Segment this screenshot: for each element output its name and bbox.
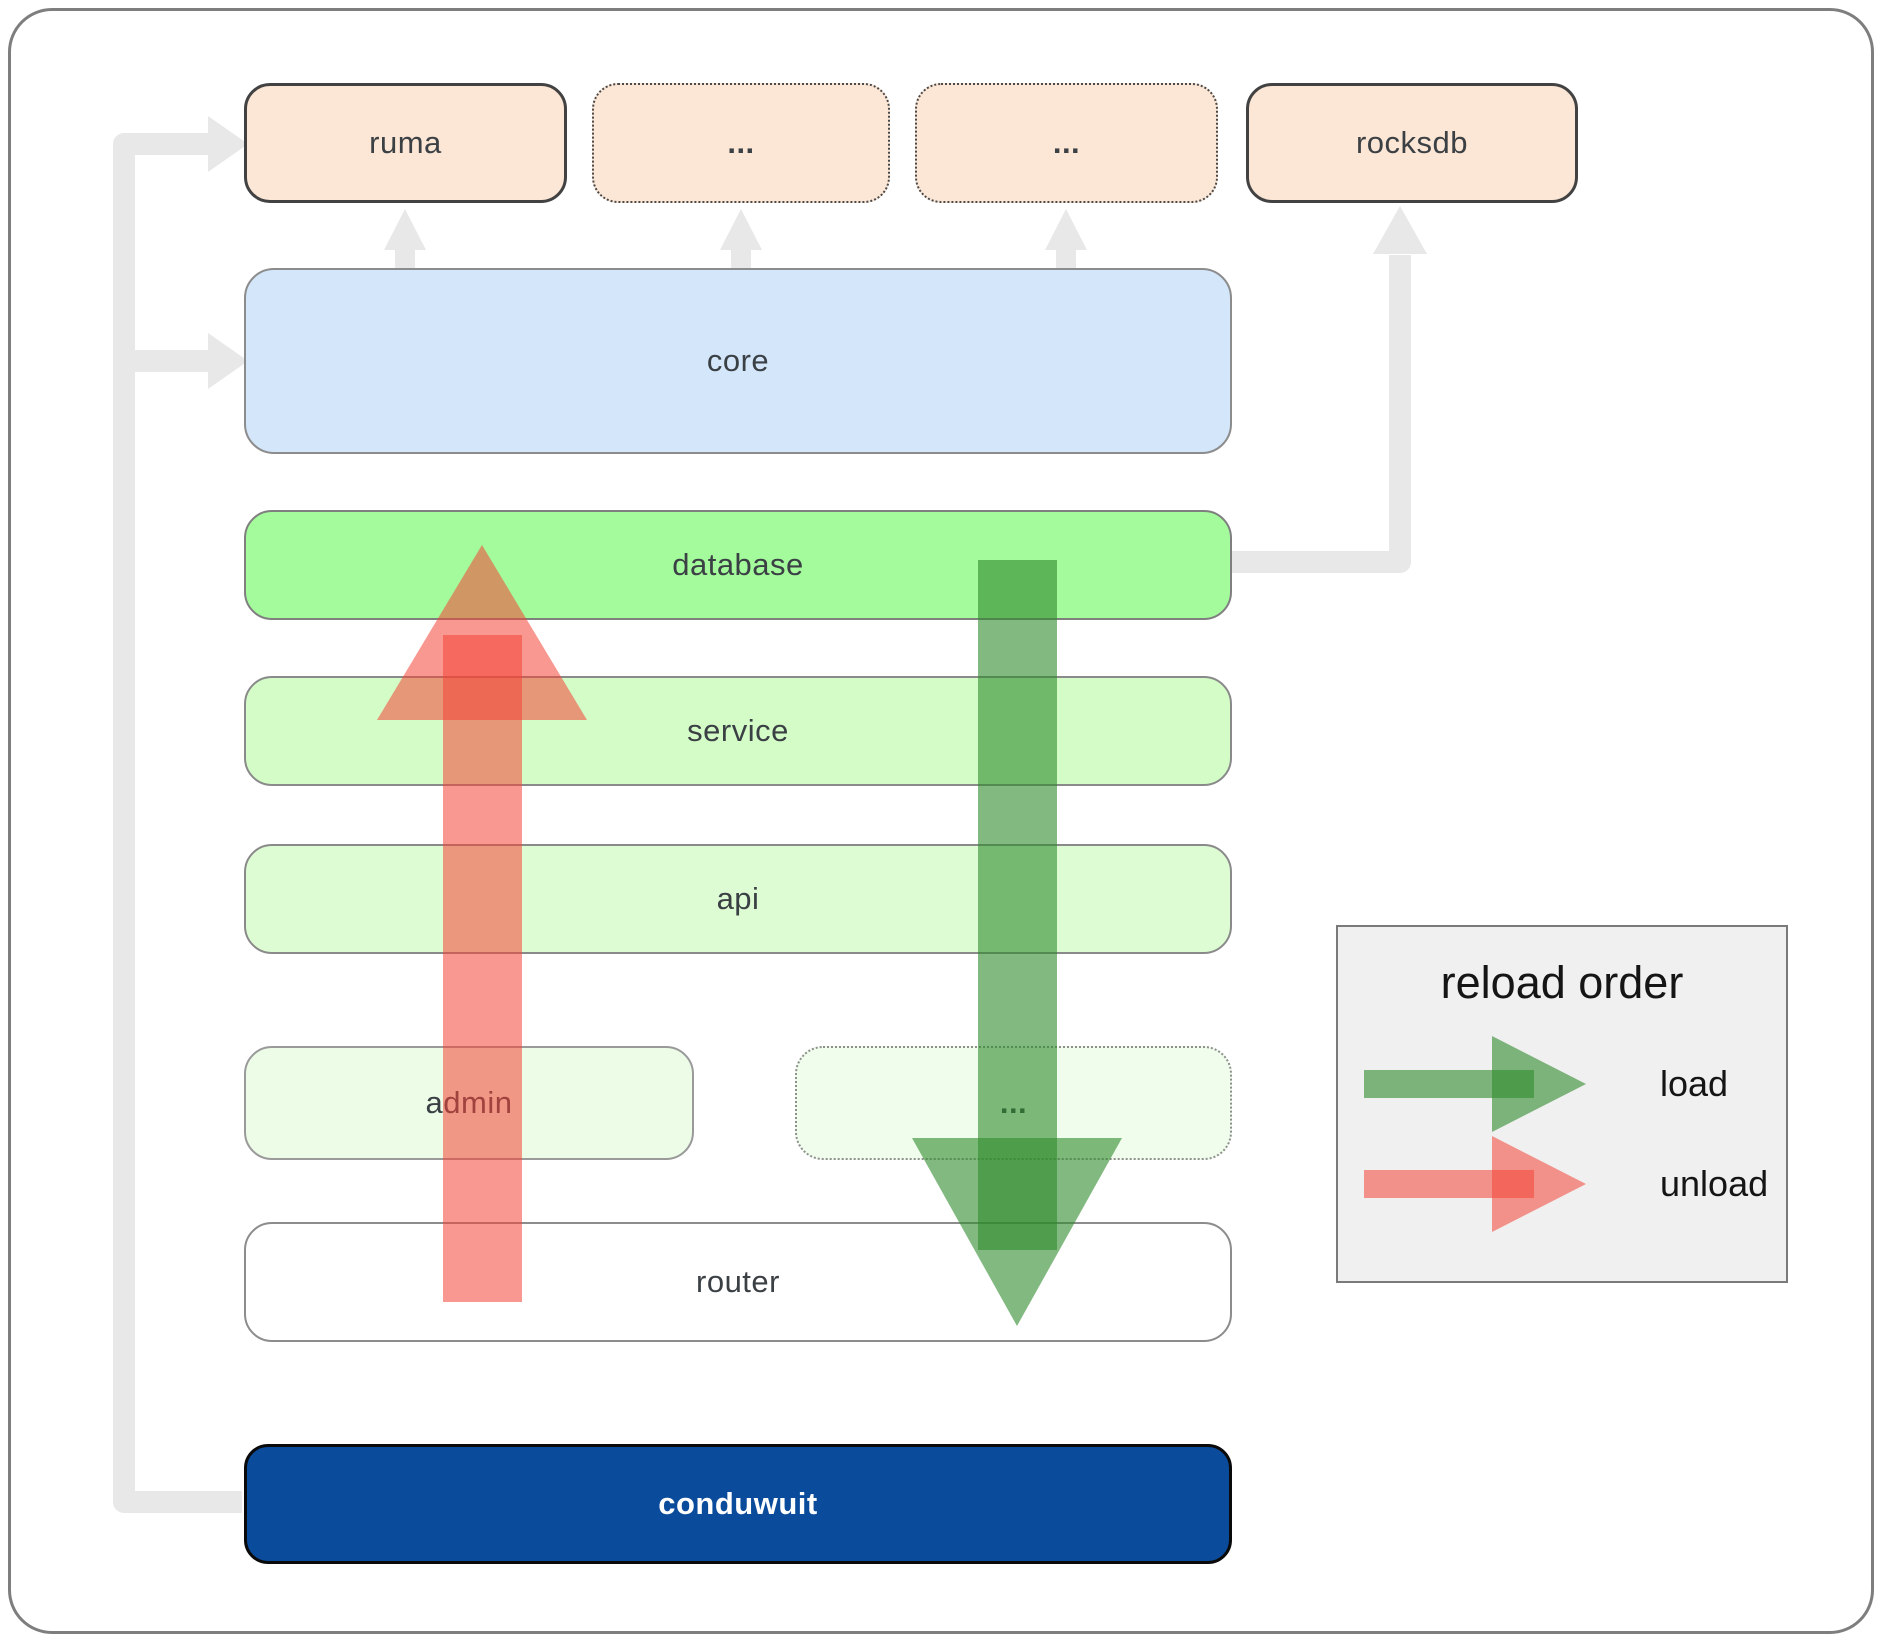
load-arrow-shaft [978,560,1057,1250]
core-to-ruma-arrow-shaft [395,246,415,272]
unload-arrowhead [377,545,587,720]
unload-arrow-icon [377,545,587,1302]
core-to-extra-right-arrow-shaft [1056,246,1076,272]
legend-unload-label: unload [1660,1163,1769,1204]
conduwuit-to-ruma-connector-line [113,133,242,1513]
box-rocksdb: rocksdb [1246,83,1578,203]
core-to-extra-right-arrowhead-icon [1045,209,1087,250]
legend-load-label: load [1660,1063,1729,1104]
canvas-border [8,8,1874,1634]
load-arrowhead [912,1138,1122,1326]
legend-unload-arrow-icon [1364,1136,1586,1232]
rocksdb-connector-arrowhead-icon [1373,206,1427,254]
core-connector-arrowhead-icon [208,333,248,389]
unload-arrow-shaft [443,635,522,1302]
box-api: api [244,844,1232,954]
core-to-extra-left-arrow-shaft [731,246,751,272]
legend-panel: reload order load unload [1336,925,1788,1283]
core-to-extra-left-arrowhead-icon [720,209,762,250]
legend-load-arrow-icon [1364,1036,1586,1132]
box-extra-crate-right: ... [915,83,1218,203]
legend-unload-row: unload [1364,1126,1768,1242]
box-database: database [244,510,1232,620]
box-core: core [244,268,1232,454]
box-extra-crate-left: ... [592,83,890,203]
core-to-ruma-arrowhead-icon [384,209,426,250]
legend-title: reload order [1440,957,1684,1008]
load-arrow-icon [912,560,1122,1326]
database-to-rocksdb-connector-line [1232,255,1411,573]
legend-load-row: load [1364,1026,1728,1142]
ruma-connector-arrowhead-icon [208,116,248,172]
